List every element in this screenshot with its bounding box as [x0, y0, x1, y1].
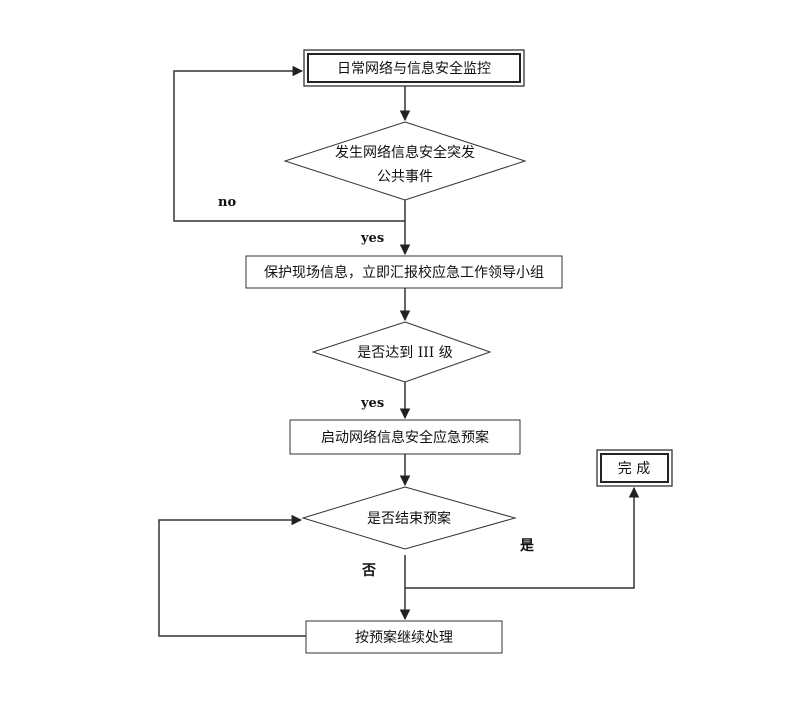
node-end-check: 是否结束预案 — [301, 486, 517, 550]
edge-continue-loop — [158, 514, 306, 637]
edge-incident-no-loop — [173, 65, 405, 222]
node-start-plan: 启动网络信息安全应急预案 — [289, 419, 521, 455]
edge-label-yes-2: yes — [360, 396, 384, 411]
node-continue: 按预案继续处理 — [305, 620, 503, 654]
node-level-check: 是否达到 III 级 — [311, 321, 492, 383]
edge-label-yes-1: yes — [360, 231, 384, 246]
node-monitor-label: 日常网络与信息安全监控 — [337, 60, 491, 77]
node-incident: 发生网络信息安全突发 公共事件 — [283, 121, 527, 201]
node-incident-label-1: 发生网络信息安全突发 — [335, 144, 475, 161]
node-protect-label: 保护现场信息，立即汇报校应急工作领导小组 — [264, 264, 544, 281]
node-start-plan-label: 启动网络信息安全应急预案 — [321, 429, 489, 446]
node-protect: 保护现场信息，立即汇报校应急工作领导小组 — [245, 255, 563, 289]
node-done: 完 成 — [596, 449, 673, 487]
edge-label-no: no — [218, 195, 236, 210]
node-incident-label-2: 公共事件 — [377, 169, 433, 185]
node-done-label: 完 成 — [618, 461, 650, 477]
node-monitor: 日常网络与信息安全监控 — [303, 49, 525, 87]
node-continue-label: 按预案继续处理 — [355, 629, 453, 646]
node-level-check-label: 是否达到 III 级 — [357, 345, 453, 361]
edge-label-shi: 是 — [520, 538, 535, 554]
node-end-check-label: 是否结束预案 — [367, 510, 451, 527]
edge-label-fou: 否 — [361, 563, 376, 579]
edge-endcheck-to-done — [405, 486, 640, 589]
